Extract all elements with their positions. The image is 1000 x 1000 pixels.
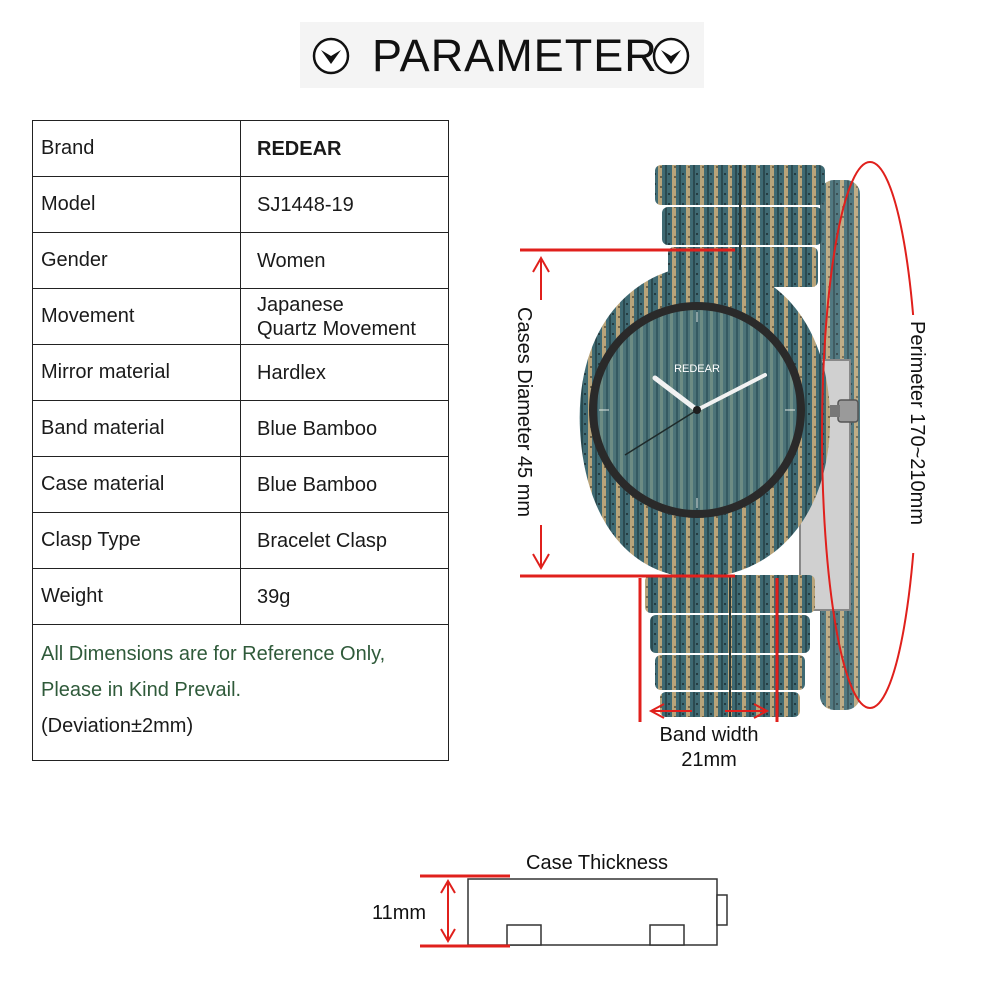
chevron-down-circle-icon [652, 37, 690, 75]
spec-row-mirror: Mirror material Hardlex [33, 345, 448, 401]
spec-value: Bracelet Clasp [257, 529, 388, 552]
dial-brand-text: REDEAR [674, 363, 720, 375]
spec-row-weight: Weight 39g [33, 569, 448, 625]
band-width-marker [638, 578, 779, 722]
dial-markers [599, 312, 795, 508]
band-width-value: 21mm [681, 749, 737, 771]
watch-hands [624, 373, 767, 456]
spec-row-gender: Gender Women [33, 233, 448, 289]
thickness-value: 11mm [372, 902, 426, 924]
note-line-1: All Dimensions are for Reference Only, [41, 643, 386, 665]
spec-value: Blue Bamboo [257, 417, 378, 440]
reference-note: All Dimensions are for Reference Only, P… [41, 636, 385, 744]
spec-row-movement: Movement Japanese Quartz Movement [33, 289, 448, 345]
movement-line-2: Quartz Movement [257, 317, 416, 340]
spec-label: Mirror material [33, 345, 241, 400]
case-diameter-label: Cases Diameter 45 mm [513, 307, 535, 517]
spec-label: Weight [33, 569, 241, 624]
page-header: PARAMETER [300, 22, 704, 88]
spec-label: Movement [33, 289, 241, 344]
note-line-3: (Deviation±2mm) [41, 715, 194, 737]
spec-label: Brand [33, 121, 241, 176]
movement-line-1: Japanese [257, 293, 344, 316]
note-line-2: Please in Kind Prevail. [41, 679, 242, 701]
spec-label: Clasp Type [33, 513, 241, 568]
spec-value: REDEAR [257, 137, 342, 160]
top-band [655, 165, 825, 290]
perimeter-label-bg [900, 315, 940, 553]
chevron-down-circle-icon [312, 37, 350, 75]
spec-value: Japanese Quartz Movement [241, 289, 449, 344]
spec-row-brand: Brand REDEAR [33, 121, 448, 177]
diameter-marker [520, 248, 735, 578]
spec-label: Gender [33, 233, 241, 288]
spec-label: Case material [33, 457, 241, 512]
spec-label: Model [33, 177, 241, 232]
spec-row-model: Model SJ1448-19 [33, 177, 448, 233]
case-thickness-diagram [420, 874, 728, 948]
case-thickness-label: Case Thickness [526, 852, 668, 874]
spec-row-case: Case material Blue Bamboo [33, 457, 448, 513]
spec-value: Hardlex [257, 361, 326, 384]
spec-value: SJ1448-19 [257, 193, 354, 216]
bottom-band [645, 575, 815, 717]
spec-row-band: Band material Blue Bamboo [33, 401, 448, 457]
spec-label: Band material [33, 401, 241, 456]
perimeter-label: Perimeter 170~210mm [906, 321, 928, 525]
spec-value: Blue Bamboo [257, 473, 378, 496]
spec-value: 39g [257, 585, 291, 608]
crown-icon [830, 399, 859, 423]
spec-row-clasp: Clasp Type Bracelet Clasp [33, 513, 448, 569]
band-width-label: Band width [660, 724, 759, 746]
page-title: PARAMETER [372, 30, 658, 81]
spec-value: Women [257, 249, 326, 272]
spec-table: Brand REDEAR Model SJ1448-19 Gender Wome… [32, 120, 449, 761]
